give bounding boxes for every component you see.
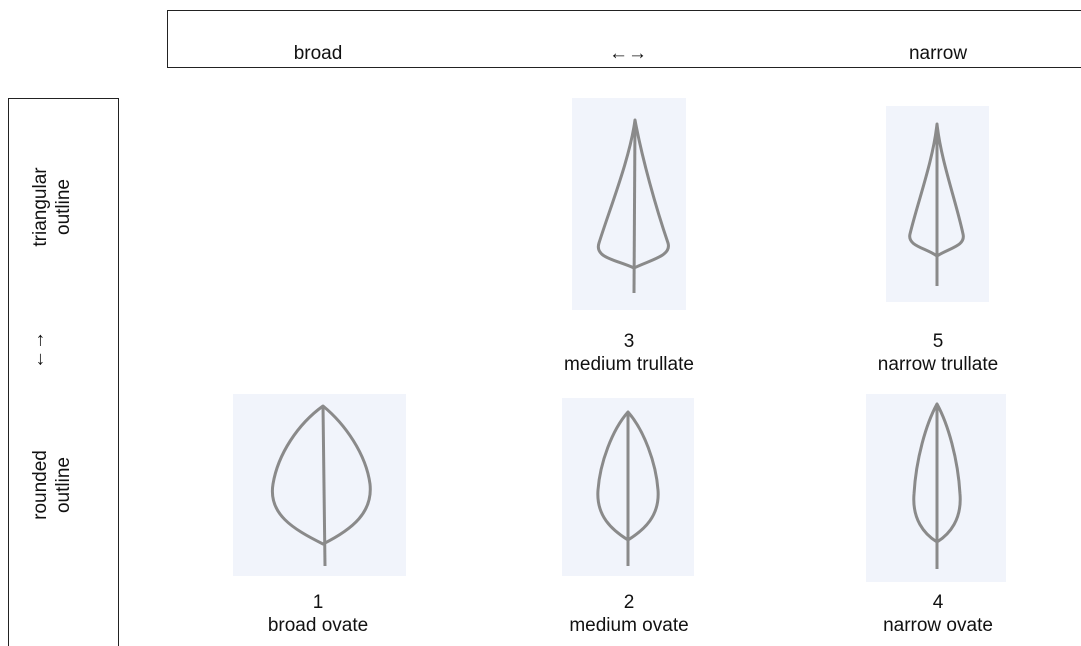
- column-label-broad: broad: [293, 43, 343, 64]
- leaf-image-broad-ovate: [233, 394, 406, 576]
- leaf-image-narrow-ovate: [866, 394, 1006, 582]
- leaf-caption-4: 4 narrow ovate: [883, 592, 993, 636]
- leaf-caption-2: 2 medium ovate: [569, 592, 689, 636]
- row-label-arrow: ←→: [27, 331, 49, 369]
- row-header-frame: [8, 98, 119, 646]
- column-header-frame: [167, 10, 1081, 68]
- leaf-image-narrow-trullate: [886, 106, 989, 302]
- column-label-arrow: ←→: [609, 43, 647, 64]
- medium-trullate-leaf-icon: [596, 118, 670, 294]
- narrow-ovate-leaf-icon: [912, 402, 962, 569]
- leaf-image-medium-ovate: [562, 398, 694, 576]
- leaf-caption-5: 5 narrow trullate: [877, 331, 999, 375]
- leaf-image-medium-trullate: [572, 98, 686, 310]
- narrow-trullate-leaf-icon: [908, 122, 965, 286]
- leaf-caption-1: 1 broad ovate: [267, 592, 369, 636]
- broad-ovate-leaf-icon: [270, 404, 372, 567]
- column-label-narrow: narrow: [908, 43, 968, 64]
- leaf-caption-3: 3 medium trullate: [564, 331, 694, 375]
- medium-ovate-leaf-icon: [596, 410, 660, 566]
